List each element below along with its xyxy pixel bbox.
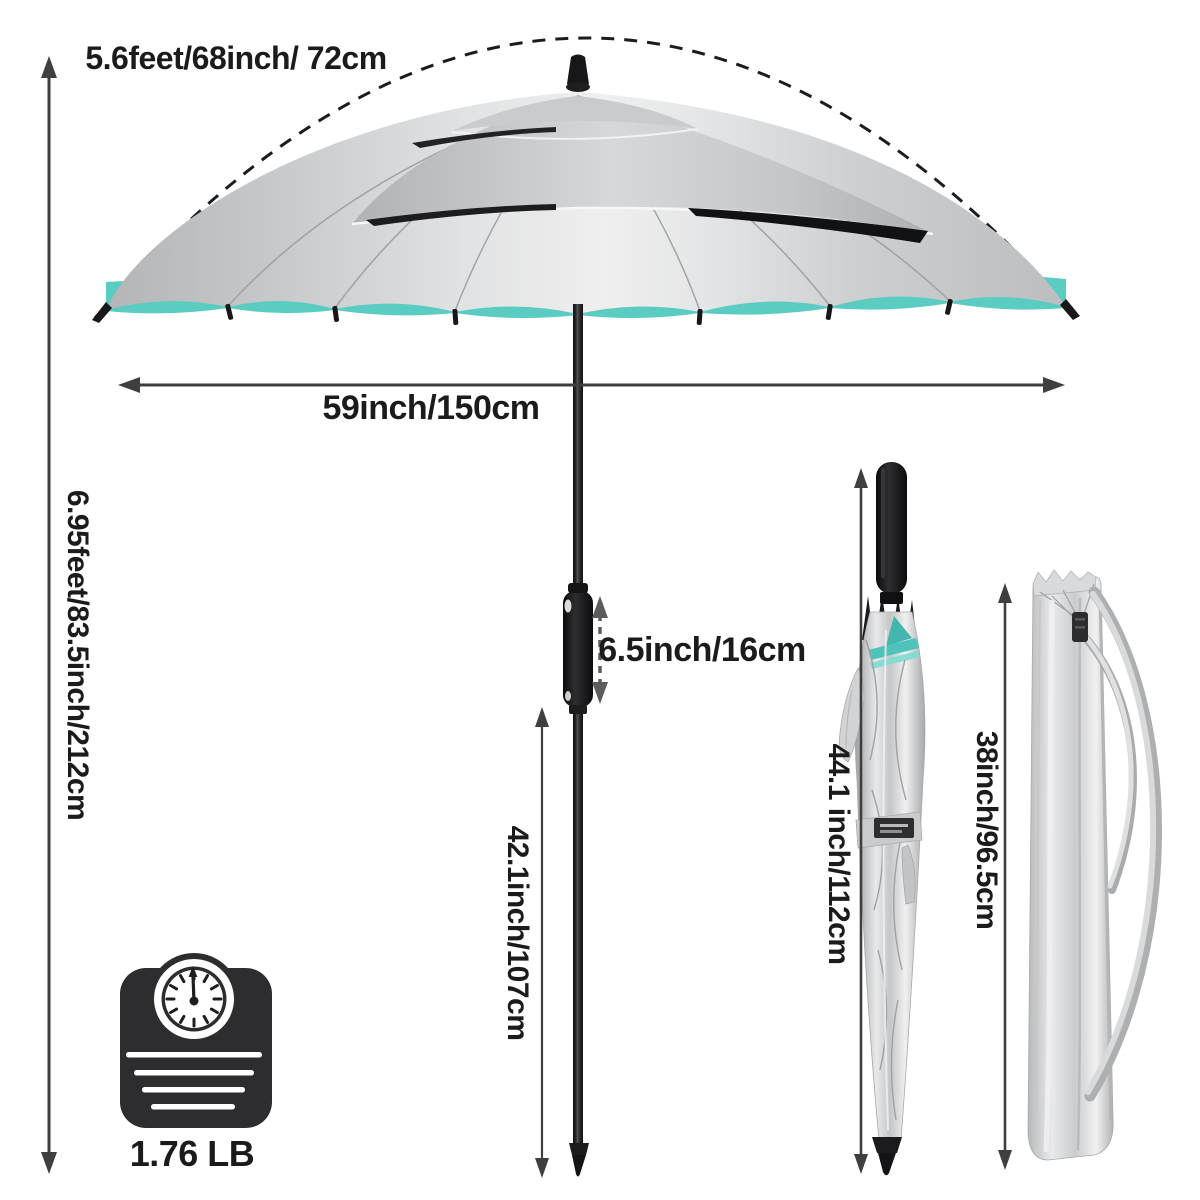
folded-tip [872,1137,902,1153]
shaft-length-arrow [535,707,549,1178]
shaft-length-label: 42.1inch/107cm [501,826,534,1041]
folded-brand-label [874,818,914,838]
dimension-labels: 5.6feet/68inch/ 72cm 59inch/150cm 6.95fe… [61,40,1003,1174]
case-length-arrow [998,583,1012,1170]
scale-lines [126,1052,262,1110]
canopy-width-arrow [118,377,1065,393]
total-height-label: 6.95feet/83.5inch/212cm [61,490,94,820]
folded-umbrella [838,462,926,1176]
pole-grip [563,591,593,707]
umbrella-pole [563,304,593,1177]
folded-handle [876,462,907,594]
total-height-arrow [41,56,57,1174]
grip-button [564,599,572,613]
folded-hanging-tab [901,844,916,905]
folded-length-label: 44.1 inch/112cm [822,744,855,965]
canopy-arc-label: 5.6feet/68inch/ 72cm [85,40,386,76]
folded-fold-lines [865,639,907,1121]
vent-slit-right [688,208,928,243]
folded-length-arrow [854,468,868,1174]
open-umbrella [92,54,1080,1177]
folded-teal-accent [886,616,912,646]
dial-ticks [165,970,223,1028]
weight-label: 1.76 LB [130,1133,255,1174]
carry-case [1027,569,1162,1161]
dial-needle [188,966,199,1006]
weight-scale-icon [120,953,272,1128]
ferrule-tip [566,54,590,92]
canopy-arc-dashed [93,36,1080,319]
vent-slit-left [366,204,556,226]
dimension-arrows [41,56,1065,1178]
canopy-vent-cap [351,96,934,243]
folded-tie-flap [838,667,865,763]
grip-length-label: 6.5inch/16cm [598,631,806,669]
case-length-label: 38inch/96.5cm [970,731,1003,930]
pole-spike [569,1143,589,1155]
grip-length-arrow [592,596,608,704]
case-ruffle [1032,569,1097,597]
canopy-width-label: 59inch/150cm [322,389,539,427]
